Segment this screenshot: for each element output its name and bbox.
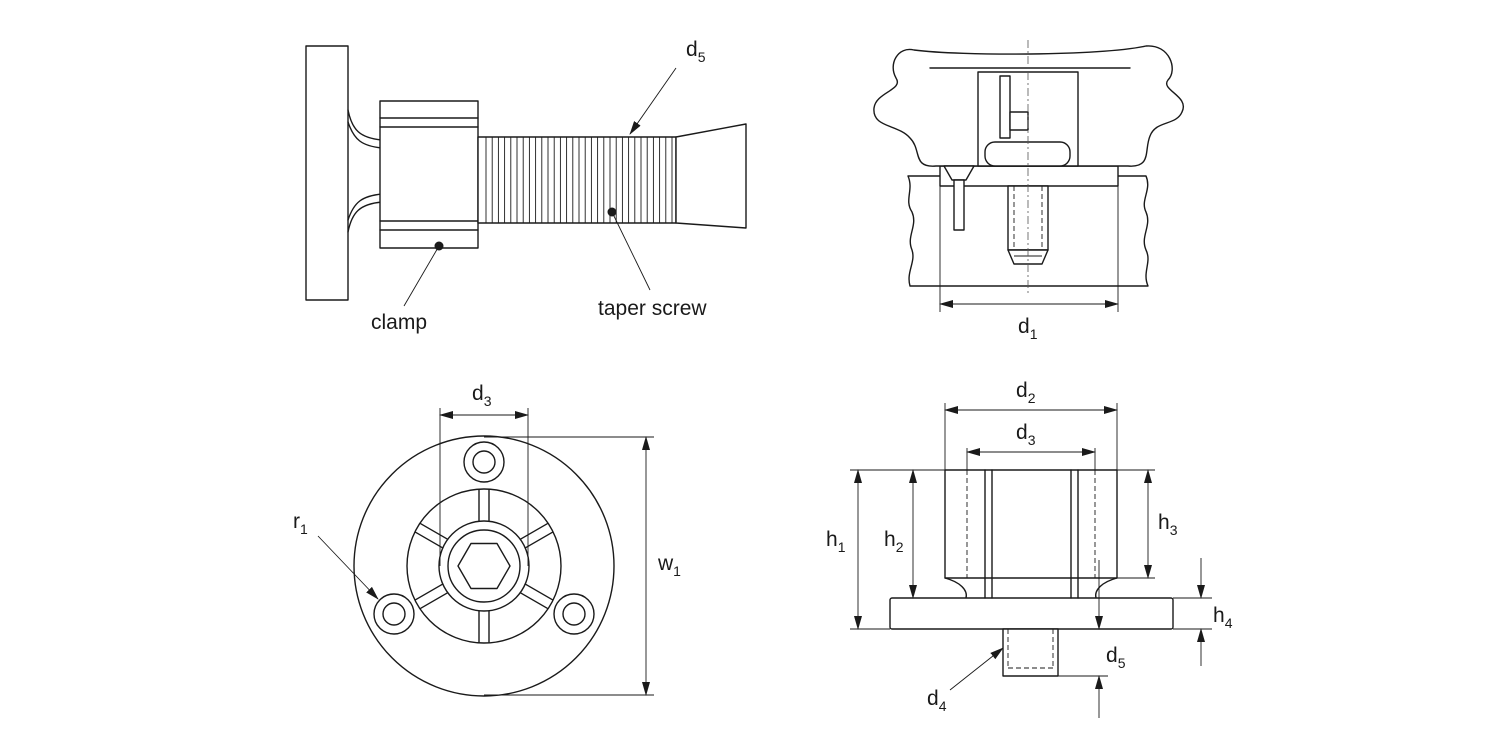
- d5-bottom-label: d5: [1106, 644, 1126, 671]
- hub-ribs: [414, 489, 554, 643]
- flange-upper-body: [944, 469, 1118, 579]
- hub-rib-edge: [524, 531, 554, 549]
- hub-rib-edge: [519, 592, 549, 610]
- taper-screw-leader: [611, 211, 651, 291]
- hub-rib-edge: [419, 522, 449, 540]
- locating-pin: [953, 179, 965, 231]
- h2-label: h2: [884, 528, 904, 555]
- bolt-hole-right-inner: [562, 602, 586, 626]
- screw-slot: [999, 75, 1011, 139]
- r1-label: r1: [293, 510, 308, 537]
- mounting-plate: [305, 45, 349, 301]
- clamp-label: clamp: [371, 311, 427, 334]
- d3-left-label: d3: [472, 382, 492, 409]
- hub-rib-edge: [414, 583, 444, 601]
- d2-label: d2: [1016, 379, 1036, 406]
- clamp-body: [379, 100, 479, 249]
- plate-fillet-lower-b: [347, 193, 383, 221]
- bolt-hole-top-inner: [472, 450, 496, 474]
- h1-label: h1: [826, 528, 846, 555]
- collar-ring: [984, 141, 1071, 167]
- hub-rib-edge: [419, 592, 449, 610]
- h3-label: h3: [1158, 511, 1178, 538]
- plate-fillet-upper-a: [347, 109, 383, 141]
- d4-leader: [949, 647, 1004, 691]
- taper-screw-label: taper screw: [598, 297, 707, 320]
- d5-leader-top: [629, 67, 677, 135]
- hub-rib-edge: [519, 522, 549, 540]
- hub-rib-edge: [524, 583, 554, 601]
- d3-right-label: d3: [1016, 421, 1036, 448]
- d5-top-label: d5: [686, 38, 706, 65]
- bolt-hole-left-inner: [382, 602, 406, 626]
- d4-label: d4: [927, 687, 947, 714]
- r1-leader: [317, 535, 379, 600]
- d1-label: d1: [1018, 315, 1038, 342]
- boss-circle: [438, 520, 530, 612]
- side-view-assembly: d5 clamp taper screw: [305, 38, 747, 334]
- flange-plate: [889, 597, 1174, 630]
- hex-socket: [457, 542, 511, 590]
- plate-fillet-upper-b: [347, 121, 383, 149]
- bolt-hole-left: [373, 593, 415, 635]
- boss-inner-circle: [447, 529, 521, 603]
- hub-rib-edge: [414, 531, 444, 549]
- taper-cone: [675, 123, 747, 229]
- bolt-hole-top: [463, 441, 505, 483]
- stud-tip: [1007, 249, 1049, 265]
- h4-label: h4: [1213, 604, 1233, 631]
- screw-head: [1009, 111, 1029, 131]
- locating-pin-head: [943, 165, 975, 181]
- plate-fillet-lower-a: [347, 201, 383, 233]
- thread-lines: [485, 137, 673, 223]
- bolt-hole-right: [553, 593, 595, 635]
- front-view-flange: d2 d3 h1 h2 h3 h4 d5 d4: [826, 379, 1233, 718]
- threaded-shank: [477, 136, 677, 224]
- workpiece-section: [907, 175, 1149, 287]
- clamp-leader: [403, 245, 440, 307]
- bottom-stud: [1002, 628, 1059, 677]
- sectional-view-knob: d1: [873, 40, 1185, 342]
- w1-label: w1: [657, 552, 681, 579]
- top-view-flange: d3 w1 r1: [293, 382, 681, 697]
